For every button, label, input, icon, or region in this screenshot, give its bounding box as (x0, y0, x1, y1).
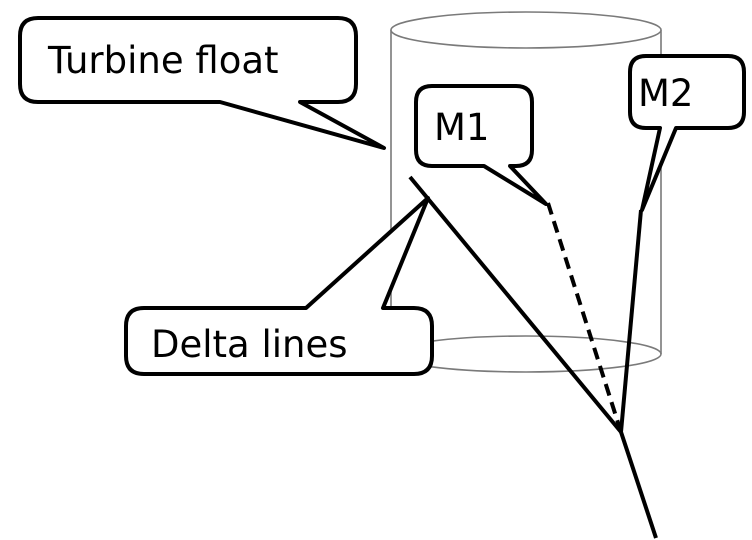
m1-callout: M1 (414, 84, 548, 206)
m2-label: M2 (638, 72, 693, 115)
turbine-float-cylinder (390, 11, 662, 373)
m1-callout-bubble (414, 84, 548, 206)
mooring-lines (408, 175, 658, 539)
delta-line (408, 175, 623, 434)
delta-lines-label: Delta lines (151, 323, 348, 366)
m2-callout: M2 (628, 54, 746, 212)
m2-callout-bubble (628, 54, 746, 212)
turbine-float-callout: Turbine float (18, 16, 386, 150)
turbine-float-callout-bubble (18, 16, 386, 150)
cylinder-top-ellipse (390, 11, 662, 49)
m2-line (619, 209, 643, 433)
m1-label: M1 (434, 106, 489, 149)
delta-lines-callout-bubble (124, 196, 434, 376)
m1-line (546, 202, 623, 433)
turbine-float-label: Turbine float (47, 39, 279, 82)
main-tether-line (619, 431, 658, 539)
delta-lines-callout: Delta lines (124, 196, 434, 376)
